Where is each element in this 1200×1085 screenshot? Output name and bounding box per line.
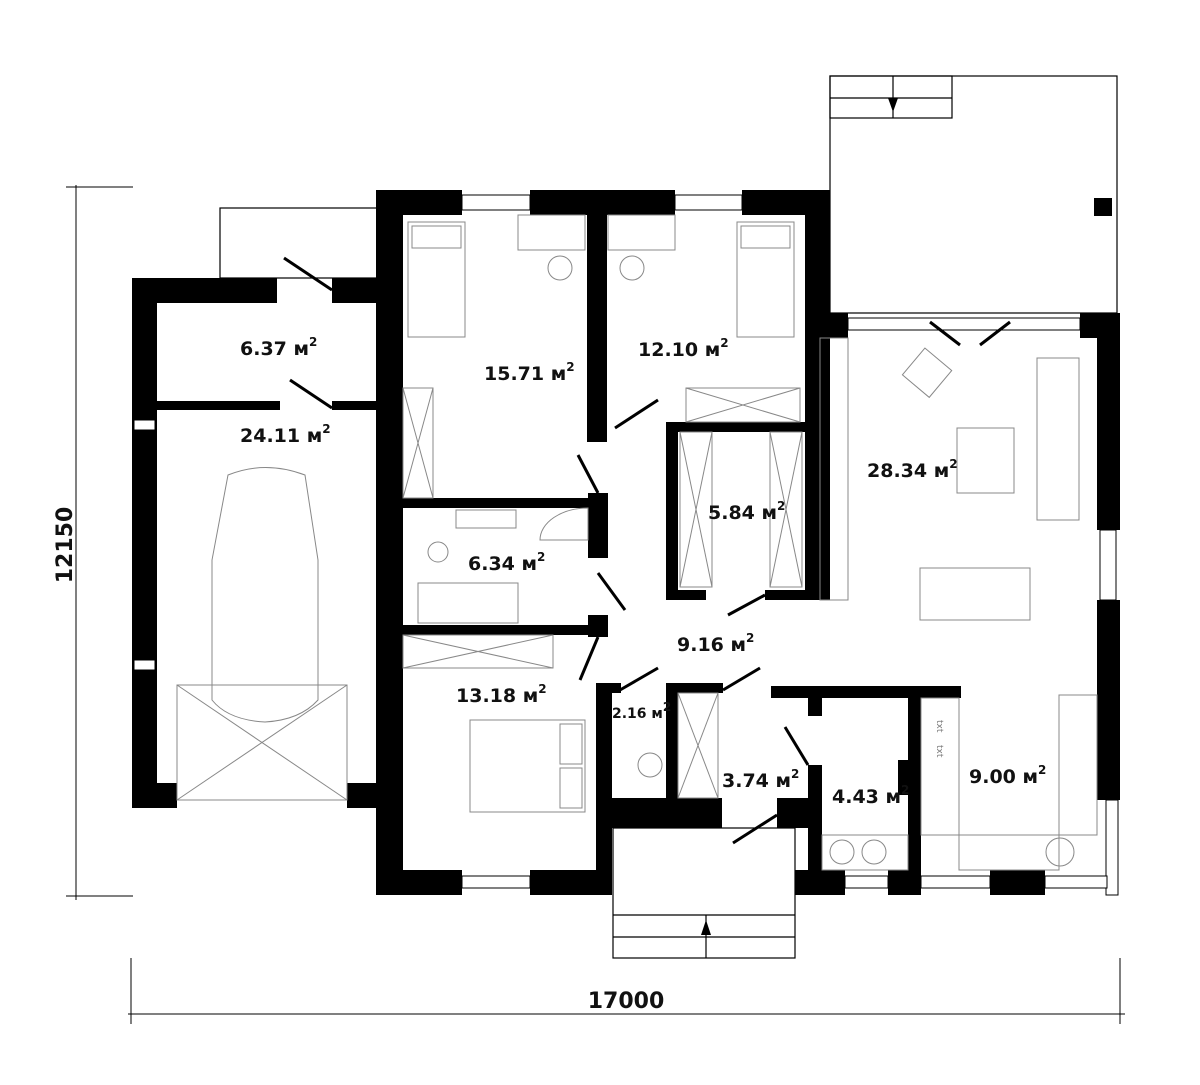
- column: [1094, 198, 1112, 216]
- room-labels: 6.37 м2 24.11 м2 15.71 м2 12.10 м2 28.34…: [240, 335, 1046, 808]
- terraces: [219, 75, 1118, 959]
- area-bathroom: 6.34 м2: [468, 550, 545, 575]
- dimension-lines: [66, 185, 1125, 1024]
- furniture: [176, 214, 1098, 871]
- area-garage: 24.11 м2: [240, 422, 331, 447]
- area-wardrobe: 5.84 м2: [708, 499, 785, 524]
- area-wc: 2.16 м2: [612, 700, 671, 722]
- area-kitchen: 9.00 м2: [969, 763, 1046, 788]
- area-bedroom-1: 15.71 м2: [484, 360, 575, 385]
- area-bedroom-2: 12.10 м2: [638, 336, 729, 361]
- area-living-room: 28.34 м2: [867, 457, 958, 482]
- dimension-height: 12150: [53, 507, 78, 584]
- kitchen-label-2: txt: [934, 745, 944, 758]
- doors: [283, 256, 1011, 845]
- dimension-width: 17000: [588, 989, 665, 1014]
- walls: [132, 190, 1120, 896]
- area-entrance: 3.74 м2: [722, 767, 799, 792]
- area-hall: 9.16 м2: [677, 631, 754, 656]
- area-bedroom-3: 13.18 м2: [456, 682, 547, 707]
- area-vestibule: 6.37 м2: [240, 335, 317, 360]
- area-boiler-room: 4.43 м2: [832, 783, 909, 808]
- kitchen-label-1: txt: [934, 720, 944, 733]
